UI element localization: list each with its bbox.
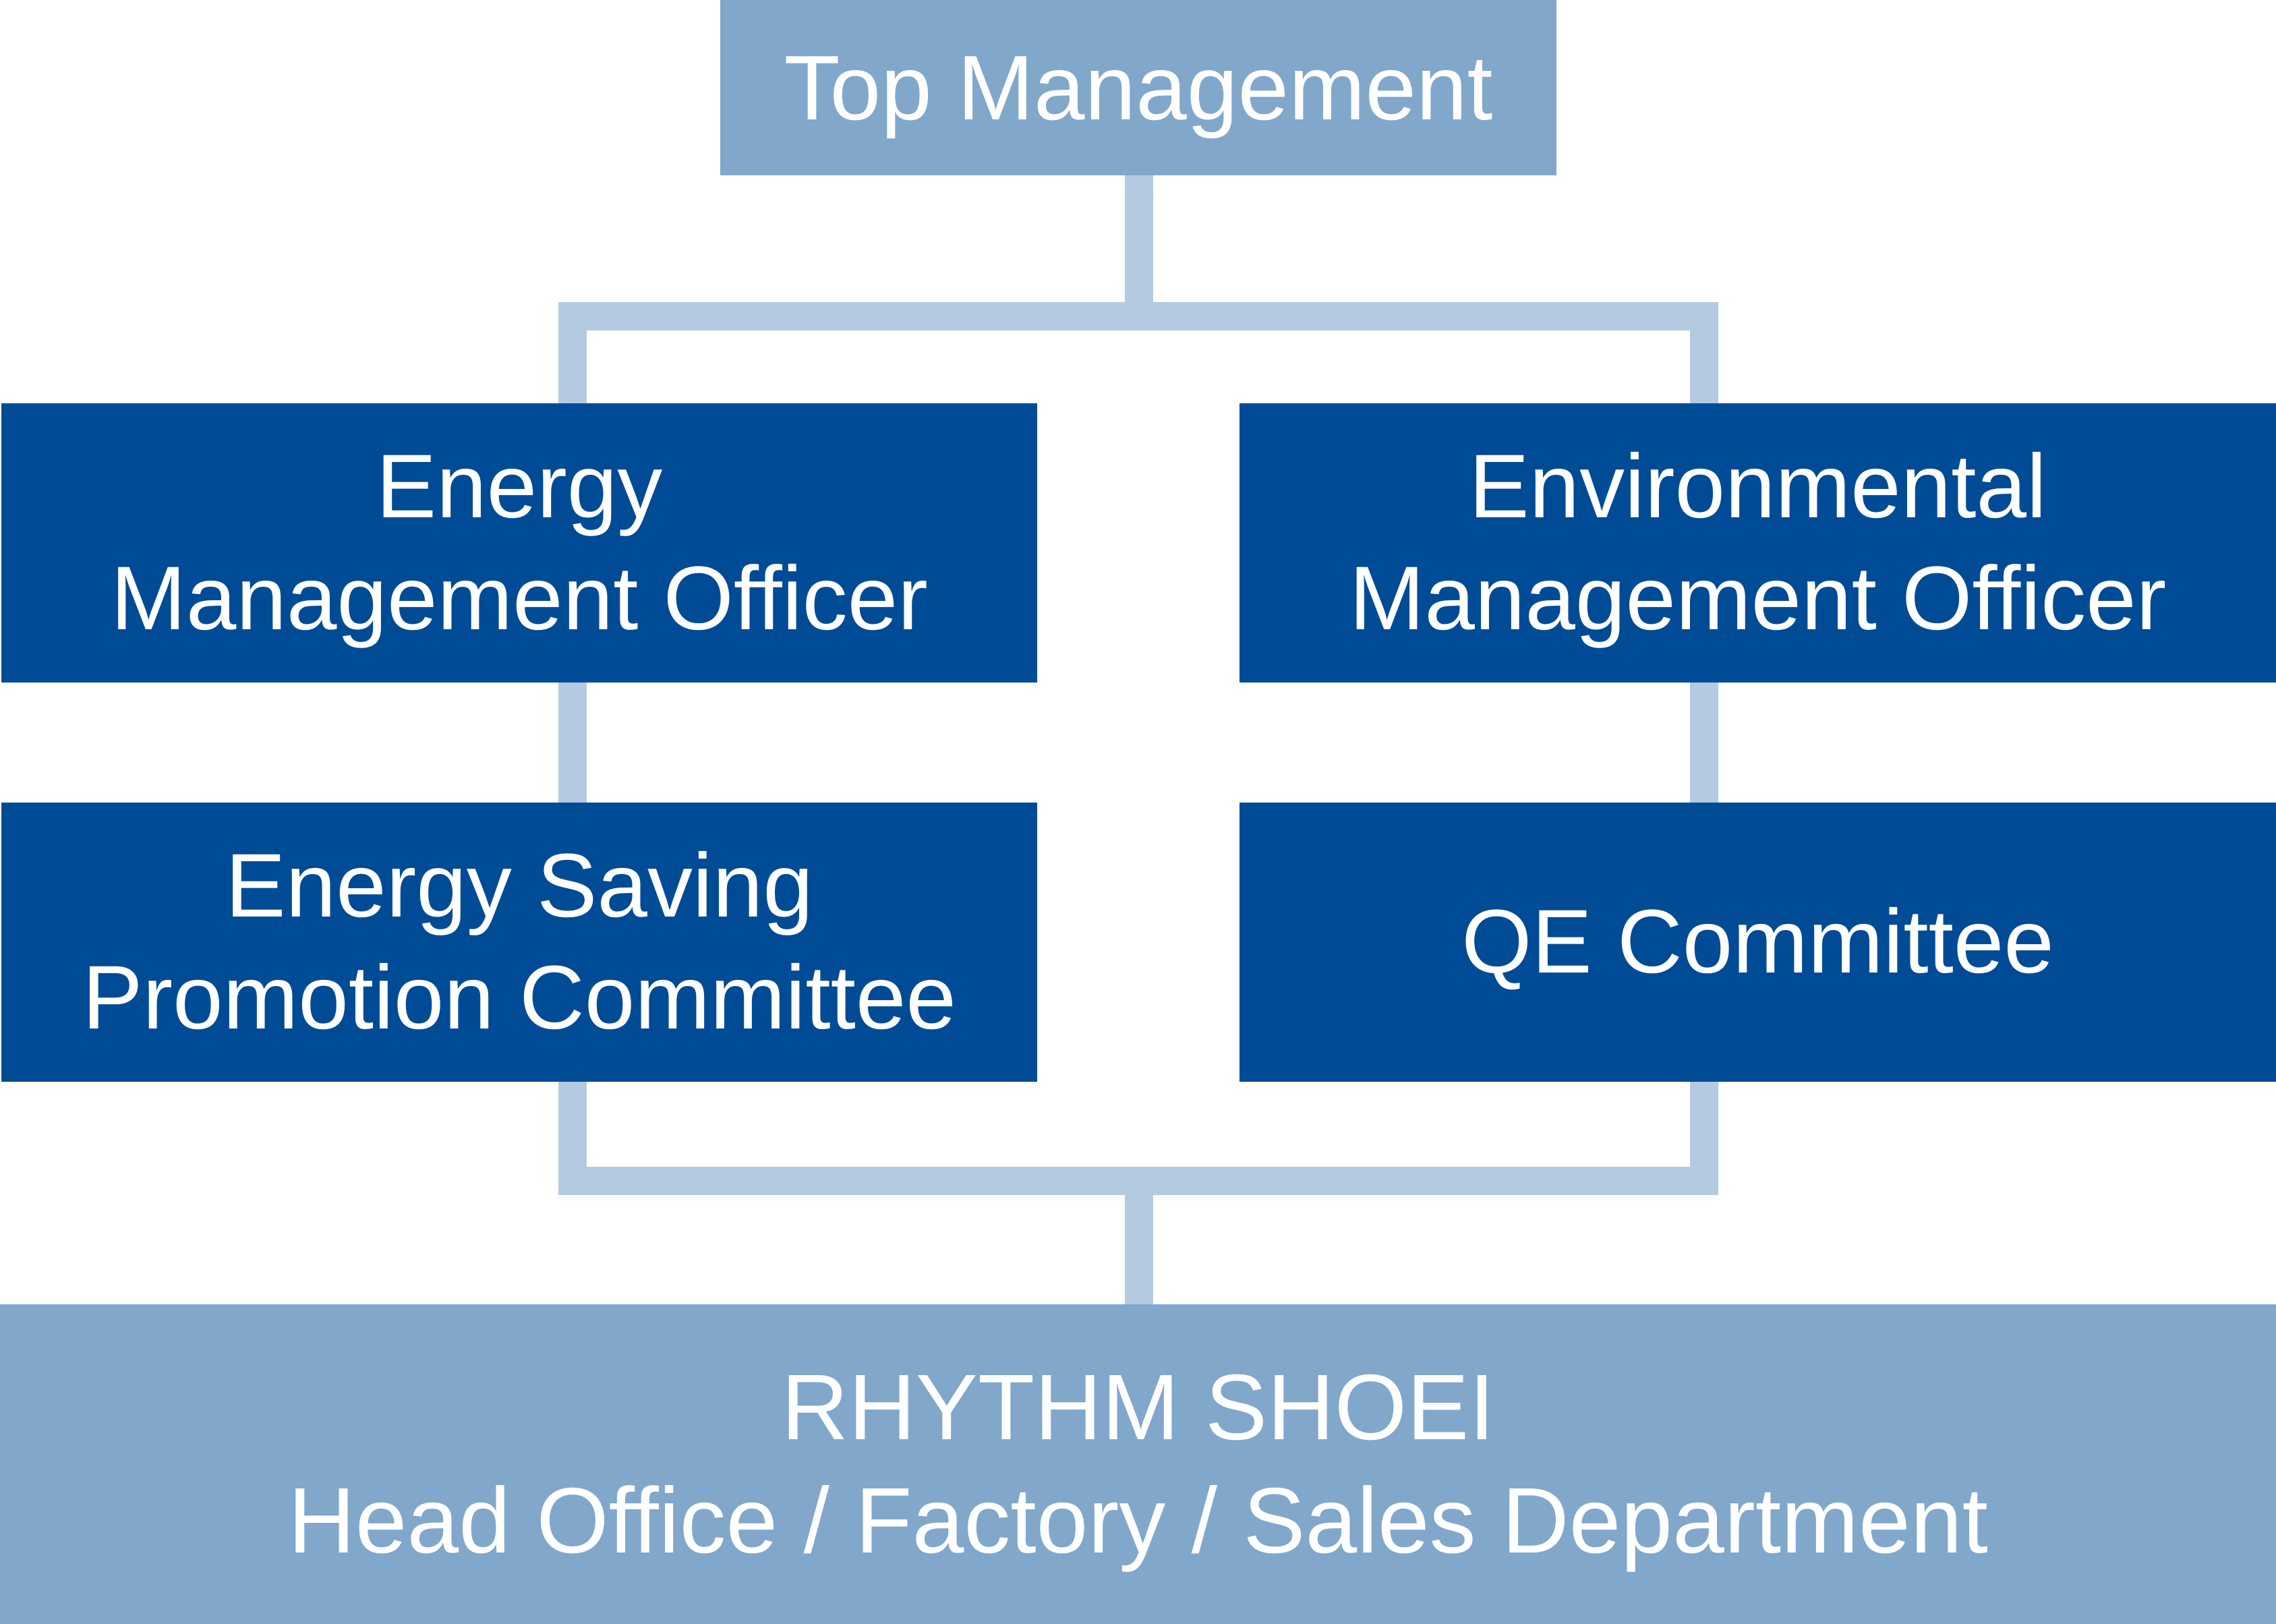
env-officer-line2: Management Officer [1349,548,2167,649]
qe-committee-box: QE Committee [1239,803,2276,1082]
right-middle-connector [1690,681,1718,804]
energy-committee-line2: Promotion Committee [82,948,956,1048]
energy-committee-line1: Energy Saving [225,836,813,936]
lower-bracket-horizontal [558,1167,1718,1195]
energy-officer-line1: Energy [376,436,663,537]
bottom-stem-connector [1125,1194,1153,1306]
energy-saving-committee-box: Energy Saving Promotion Committee [1,803,1037,1082]
energy-officer-line2: Management Officer [111,548,928,649]
company-departments: Head Office / Factory / Sales Department [288,1469,1988,1573]
energy-management-officer-box: Energy Management Officer [1,403,1037,683]
environmental-management-officer-box: Environmental Management Officer [1239,403,2276,683]
env-officer-line1: Environmental [1469,436,2047,537]
qe-committee-label: QE Committee [1461,892,2054,992]
rhythm-shoei-box: RHYTHM SHOEI Head Office / Factory / Sal… [0,1304,2276,1624]
company-name: RHYTHM SHOEI [781,1356,1495,1459]
top-management-label: Top Management [784,36,1493,139]
upper-bracket-right-leg [1690,302,1718,405]
left-middle-connector [558,681,587,804]
upper-bracket-horizontal [558,302,1718,330]
upper-bracket-left-leg [558,302,587,405]
top-stem-connector [1125,174,1153,302]
top-management-box: Top Management [720,0,1556,175]
